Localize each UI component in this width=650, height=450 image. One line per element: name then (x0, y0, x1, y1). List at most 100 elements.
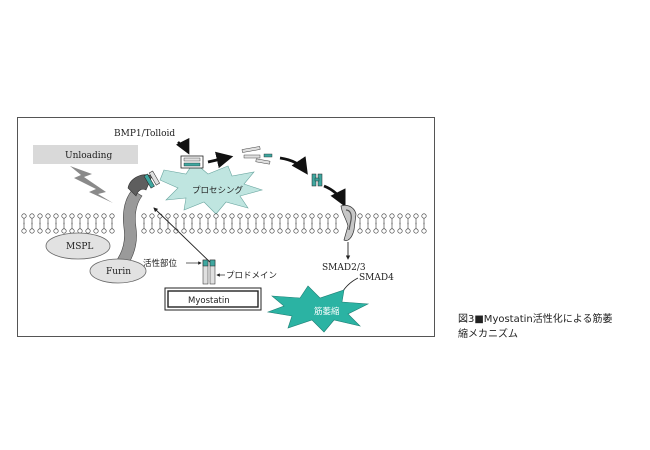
lipid-head (205, 213, 211, 219)
lipid-head (165, 228, 171, 234)
lipid-head (157, 228, 163, 234)
lipid-head (173, 213, 179, 219)
lipid-head (197, 213, 203, 219)
lipid-head (301, 213, 307, 219)
lipid-head (373, 213, 379, 219)
lipid-head (21, 213, 27, 219)
lipid-head (229, 213, 235, 219)
lipid-head (69, 228, 75, 234)
cleaved-fragments (241, 146, 273, 165)
lipid-head (141, 213, 147, 219)
lipid-head (229, 228, 235, 234)
active-site-label: 活性部位 (143, 258, 178, 269)
lipid-head (269, 213, 275, 219)
figure-panel: Unloading BMP1/Tolloid プロセシング MSPL Furin (17, 117, 435, 337)
lipid-head (45, 228, 51, 234)
atrophy-burst (266, 285, 370, 333)
cell-membrane (21, 213, 427, 234)
lipid-head (157, 213, 163, 219)
lipid-head (325, 228, 331, 234)
lipid-head (245, 228, 251, 234)
lipid-head (213, 213, 219, 219)
caption-line-2: 縮メカニズム (458, 329, 518, 340)
myostatin-pathway-diagram: Unloading BMP1/Tolloid プロセシング MSPL Furin (21, 129, 427, 333)
lipid-head (317, 213, 323, 219)
lipid-head (213, 228, 219, 234)
lipid-head (77, 213, 83, 219)
lipid-head (29, 228, 35, 234)
latent-complex (180, 155, 204, 169)
lipid-head (253, 228, 259, 234)
lipid-head (309, 213, 315, 219)
lightning-bolt-icon (70, 166, 113, 203)
mature-myostatin-dimer (311, 173, 323, 187)
myostatin-gene-box-inner (167, 290, 259, 308)
lipid-head (277, 213, 283, 219)
smad4-label: SMAD4 (359, 273, 394, 283)
lipid-head (37, 228, 43, 234)
lipid-head (421, 228, 427, 234)
latent-complex-receptor (143, 170, 161, 189)
secretion-arrow (153, 207, 215, 267)
lipid-head (397, 213, 403, 219)
activin-receptor (340, 204, 357, 241)
lipid-head (285, 228, 291, 234)
lipid-head (245, 213, 251, 219)
lipid-head (317, 228, 323, 234)
lipid-head (29, 213, 35, 219)
receptor-head (127, 174, 153, 197)
lipid-head (405, 228, 411, 234)
myostatin-precursor (202, 259, 216, 285)
lipid-head (333, 213, 339, 219)
prodomain-label: プロドメイン (226, 271, 277, 281)
lipid-head (397, 228, 403, 234)
lipid-head (221, 228, 227, 234)
lipid-head (197, 228, 203, 234)
lipid-head (381, 213, 387, 219)
lipid-head (237, 228, 243, 234)
lipid-head (189, 213, 195, 219)
processing-arrow-1 (207, 151, 234, 169)
mspl-label: MSPL (66, 242, 93, 252)
figure-caption: 図3■Myostatin活性化による筋萎 縮メカニズム (458, 312, 648, 342)
lipid-head (205, 228, 211, 234)
receptor-stalk (113, 189, 143, 269)
caption-line-1: 図3■Myostatin活性化による筋萎 (458, 314, 613, 325)
lipid-head (413, 213, 419, 219)
lipid-head (149, 213, 155, 219)
atrophy-label: 筋萎縮 (314, 306, 340, 317)
lipid-head (293, 228, 299, 234)
bmp1-tolloid-label: BMP1/Tolloid (114, 129, 175, 139)
lipid-head (269, 228, 275, 234)
activin-receptor-core (345, 209, 352, 231)
lipid-head (93, 213, 99, 219)
lipid-head (61, 228, 67, 234)
processing-burst (159, 161, 264, 215)
lipid-head (365, 213, 371, 219)
myostatin-label: Myostatin (188, 296, 230, 306)
lipid-head (85, 228, 91, 234)
lipid-head (285, 213, 291, 219)
lipid-head (309, 228, 315, 234)
lipid-head (101, 228, 107, 234)
furin-label: Furin (106, 267, 131, 277)
unloading-label: Unloading (65, 151, 112, 161)
lipid-head (261, 228, 267, 234)
binding-arrow (323, 184, 346, 208)
lipid-head (149, 228, 155, 234)
smad23-label: SMAD2/3 (322, 263, 366, 273)
lipid-head (21, 228, 27, 234)
processing-arrow-2 (279, 156, 308, 175)
lipid-head (253, 213, 259, 219)
processing-label: プロセシング (192, 185, 244, 196)
lipid-head (101, 213, 107, 219)
lipid-head (421, 213, 427, 219)
lipid-head (109, 213, 115, 219)
lipid-head (381, 228, 387, 234)
unloading-band (33, 145, 138, 164)
lipid-head (261, 213, 267, 219)
lipid-head (181, 228, 187, 234)
lipid-head (357, 213, 363, 219)
lipid-head (69, 213, 75, 219)
lipid-head (389, 228, 395, 234)
